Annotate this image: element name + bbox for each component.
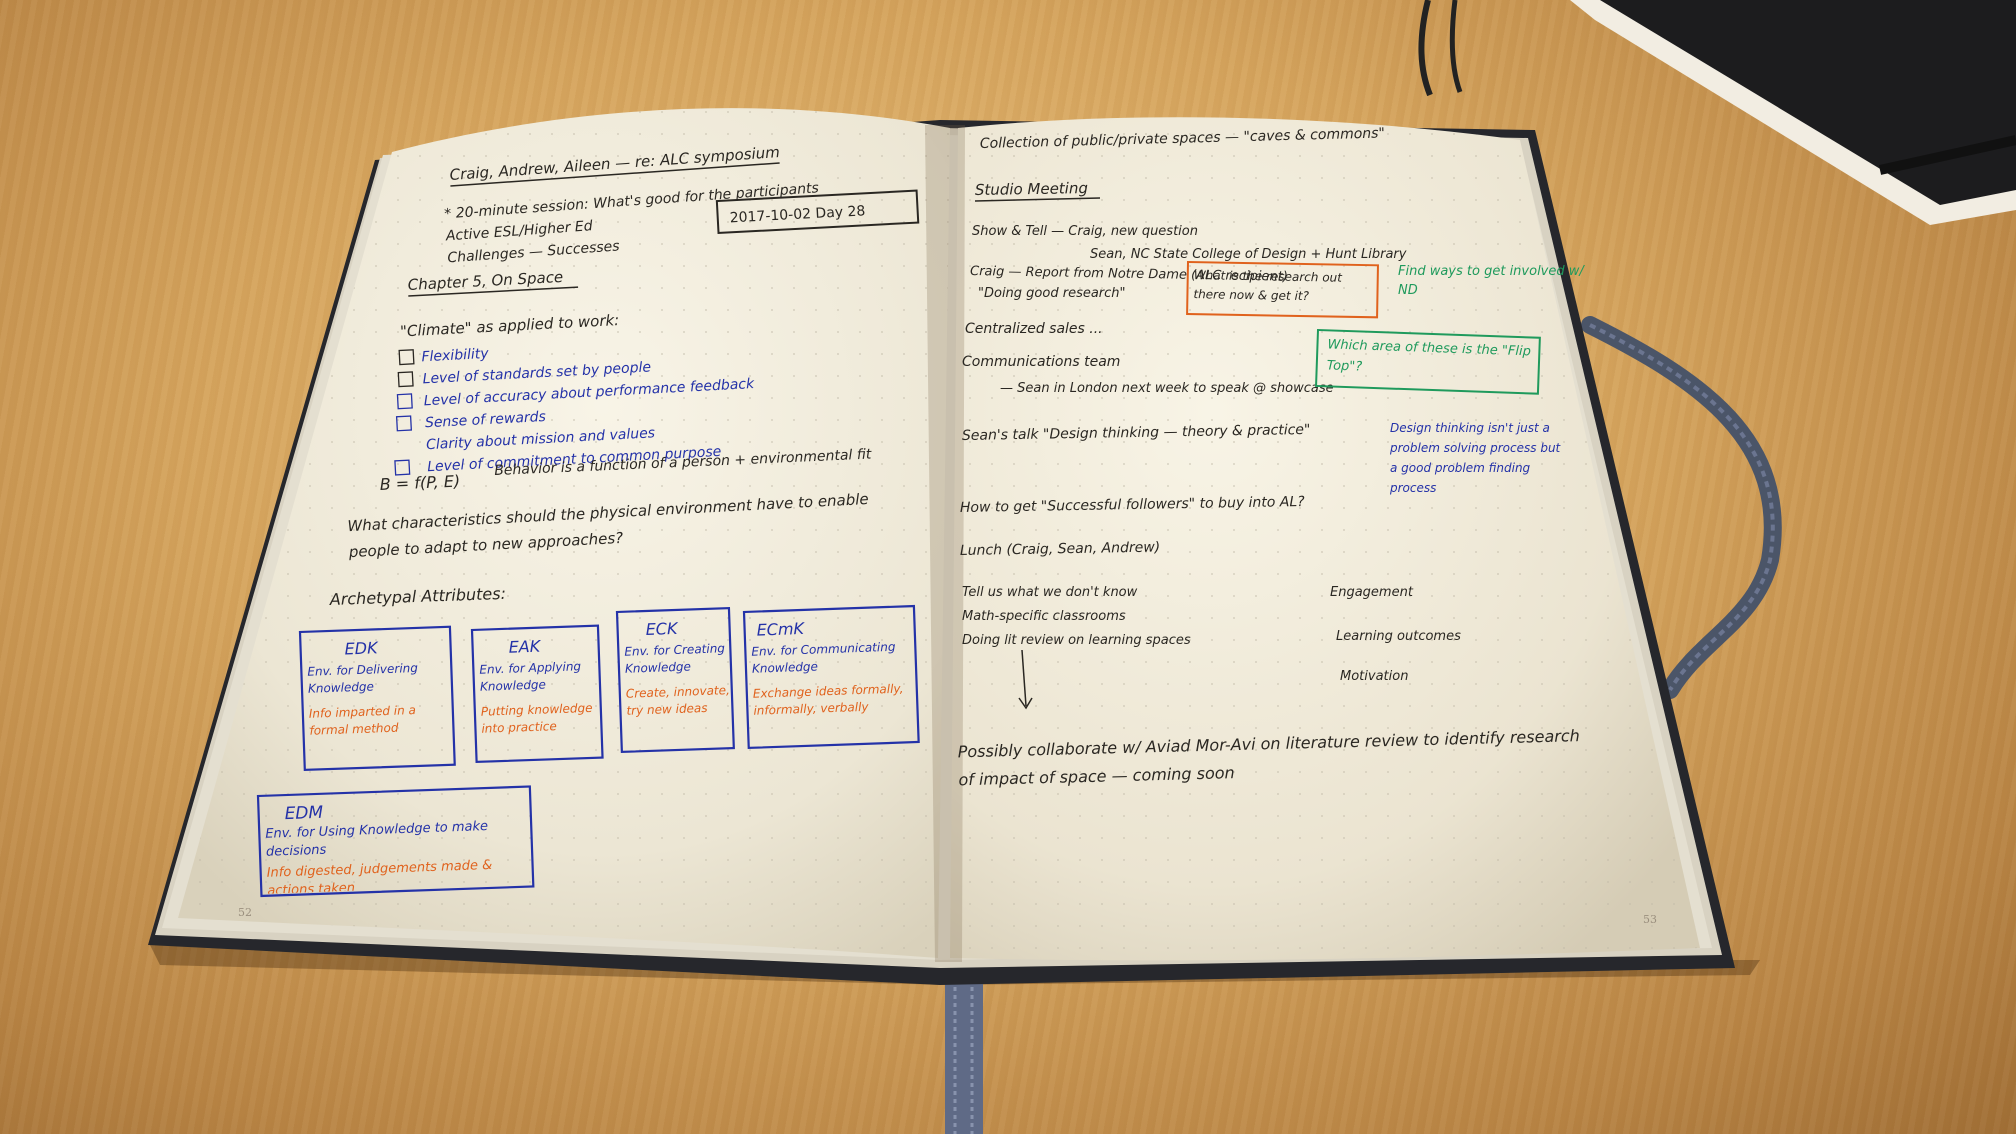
lunch-line: Lunch (Craig, Sean, Andrew) <box>960 540 1161 559</box>
date-text: 2017-10-02 Day 28 <box>729 203 865 226</box>
how-to-line: How to get "Successful followers" to buy… <box>960 494 1306 516</box>
design-thinking-note: Design thinking isn't just a problem sol… <box>1390 421 1561 495</box>
craig-line: Craig — Report from Notre Dame (ALC reci… <box>970 264 1288 285</box>
studio-meeting: Studio Meeting <box>975 179 1088 199</box>
box-blue-text: Env. for Applying Knowledge <box>479 659 582 694</box>
sean-talk: Sean's talk "Design thinking — theory & … <box>962 422 1311 444</box>
equation: B = f(P, E) <box>379 472 460 494</box>
attribute-box-eck: ECK Env. for Creating Knowledge Create, … <box>615 606 735 754</box>
box-blue-text: Env. for Creating Knowledge <box>624 641 726 676</box>
attribute-box-ecmk: ECmK Env. for Communicating Knowledge Ex… <box>742 604 920 750</box>
left-page-number: 52 <box>238 906 252 919</box>
cord <box>1418 0 1433 97</box>
box-orange-text: Info imparted in a formal method <box>308 703 417 738</box>
arrow-down <box>1021 649 1027 707</box>
green-note-2: Which area of these is the "Flip Top"? <box>1326 337 1532 375</box>
climate-item-1: Flexibility <box>421 346 490 366</box>
craig-line-2: "Doing good research" <box>978 286 1126 301</box>
box-title: EDM <box>284 803 324 824</box>
flip-top-box: Which area of these is the "Flip Top"? <box>1315 328 1541 395</box>
box-title: ECmK <box>756 619 806 640</box>
lunch-item-1: Tell us what we don't know <box>962 585 1138 600</box>
lunch-item-3: Doing lit review on learning spaces <box>962 633 1191 648</box>
date-box: 2017-10-02 Day 28 <box>715 189 920 235</box>
elastic-band <box>1581 316 1782 699</box>
gutter <box>925 125 965 962</box>
closed-notebook <box>1570 0 2016 225</box>
centralized-line: Centralized sales ... <box>965 321 1103 337</box>
right-page-number: 53 <box>1643 913 1657 926</box>
right-item-1: Engagement <box>1330 585 1414 600</box>
right-item-2: Learning outcomes <box>1336 629 1461 644</box>
comms-line: Communications team <box>962 354 1120 370</box>
right-page <box>950 117 1700 961</box>
attribute-box-eak: EAK Env. for Applying Knowledge Putting … <box>470 624 604 764</box>
comms-line-2: — Sean in London next week to speak @ sh… <box>1000 381 1334 396</box>
attribute-box-edm: EDM Env. for Using Knowledge to make dec… <box>256 785 535 898</box>
box-orange-text: Create, innovate, try new ideas <box>625 683 731 718</box>
climate-item-4: Sense of rewards <box>425 409 547 431</box>
ribbon-bookmark <box>945 955 983 1134</box>
box-title: EAK <box>508 637 542 657</box>
box-blue-text: Env. for Communicating Knowledge <box>751 639 896 676</box>
box-orange-text: Putting knowledge into practice <box>480 700 593 736</box>
research-box: What is the research out there now & get… <box>1186 260 1379 319</box>
green-note-1: Find ways to get involved w/ ND <box>1398 264 1584 298</box>
attribute-box-edk: EDK Env. for Delivering Knowledge Info i… <box>298 625 456 772</box>
research-box-text: What is the research out there now & get… <box>1193 268 1343 304</box>
left-page <box>178 108 950 958</box>
show-tell-line-2: Sean, NC State College of Design + Hunt … <box>1090 247 1407 262</box>
show-tell-line: Show & Tell — Craig, new question <box>972 224 1198 239</box>
box-title: ECK <box>645 619 679 639</box>
lunch-item-2: Math-specific classrooms <box>962 609 1126 624</box>
box-orange-text: Exchange ideas formally, informally, ver… <box>752 681 904 718</box>
box-title: EDK <box>344 638 379 658</box>
right-item-3: Motivation <box>1340 669 1408 684</box>
box-blue-text: Env. for Delivering Knowledge <box>307 660 419 696</box>
